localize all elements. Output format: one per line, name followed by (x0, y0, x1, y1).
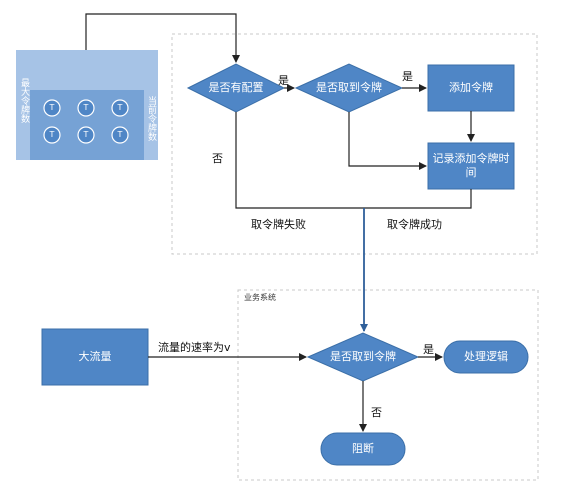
token-circle (77, 126, 95, 144)
decision-has-config: 是否有配置 (208, 81, 264, 94)
big-traffic-shape (41, 328, 149, 386)
token-bucket-group-border (171, 33, 538, 255)
edge-label-yes-3: 是 (423, 343, 434, 356)
token-t-label: T (49, 130, 55, 139)
connector-token-no-to-record (348, 112, 427, 170)
connector-record-to-join (364, 189, 472, 209)
edge-label-no-2: 否 (371, 406, 382, 419)
edge-label-no-1: 否 (212, 152, 223, 165)
token-circle (43, 99, 61, 117)
edge-label-rate: 流量的速率为v (158, 341, 231, 354)
business-system-group-border (237, 289, 539, 481)
handle-logic-shape (443, 340, 529, 374)
add-token-shape (427, 64, 515, 112)
edge-label-yes-2: 是 (402, 70, 413, 83)
decision-got-token-2: 是否取到令牌 (330, 350, 396, 363)
record-time-shape (427, 142, 515, 190)
token-circle (43, 126, 61, 144)
group-label-business-system: 业务系统 (244, 293, 276, 302)
terminal-block: 阻断 (352, 442, 374, 455)
block-shape (320, 432, 406, 466)
process-add-token: 添加令牌 (449, 81, 493, 94)
bucket-max-label: 最大令牌数 (19, 78, 29, 123)
token-circle (111, 99, 129, 117)
decision-got-token: 是否取到令牌 (316, 81, 382, 94)
edge-label-yes-1: 是 (278, 74, 289, 87)
terminal-handle-logic: 处理逻辑 (464, 350, 508, 363)
connector-bucket-to-config (85, 13, 240, 63)
token-t-label: T (49, 103, 55, 112)
edge-label-fail: 取令牌失败 (251, 218, 306, 231)
token-t-label: T (117, 103, 123, 112)
bucket-current-label: 当前令牌数 (146, 96, 156, 141)
token-circle (77, 99, 95, 117)
process-record-time: 记录添加令牌时间 (432, 152, 510, 179)
token-t-label: T (117, 130, 123, 139)
token-t-label: T (83, 103, 89, 112)
connector-config-no (235, 112, 364, 209)
token-circle (111, 126, 129, 144)
edge-label-success: 取令牌成功 (387, 218, 442, 231)
token-t-label: T (83, 130, 89, 139)
process-big-traffic: 大流量 (78, 350, 112, 363)
